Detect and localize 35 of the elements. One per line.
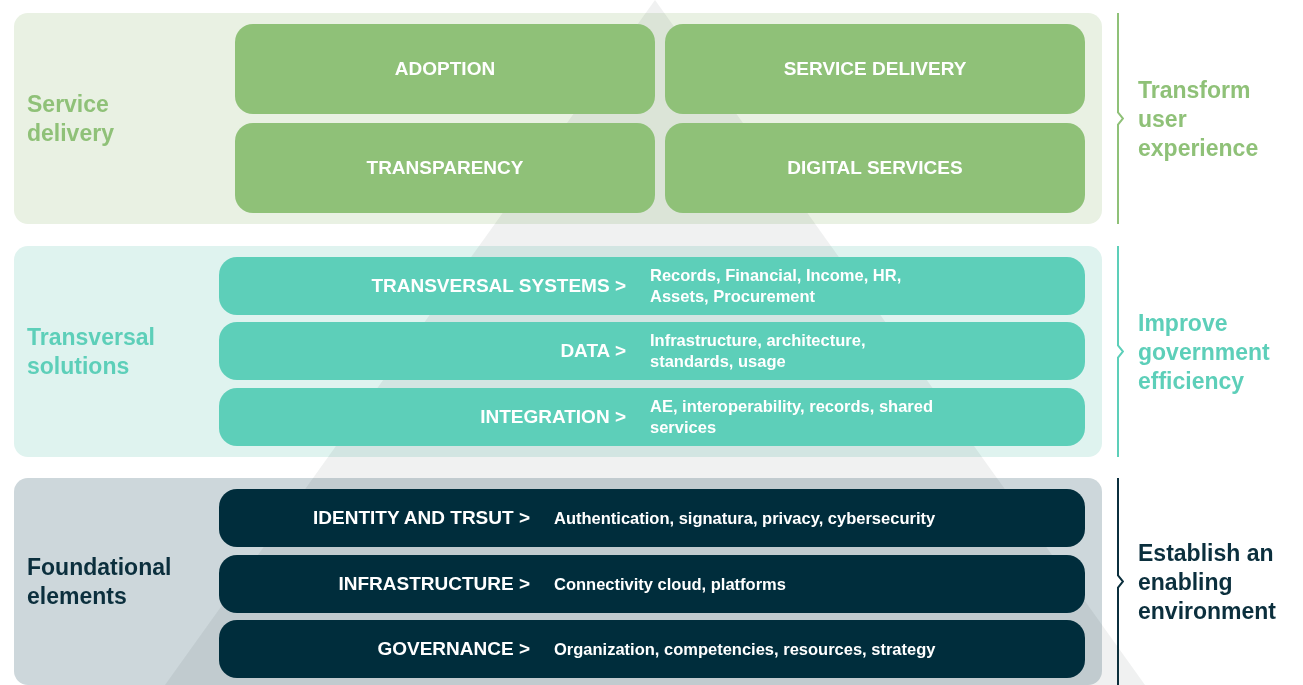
band-panel [14, 13, 1102, 224]
pill-box [665, 123, 1085, 213]
pill-heading: IDENTITY AND TRSUT > [312, 507, 530, 529]
pill-heading: INFRASTRUCTURE > [337, 573, 530, 595]
pill-description: Infrastructure, architecture, standards, usage [650, 330, 867, 372]
band-panel [14, 478, 1102, 685]
pill-heading: SERVICE DELIVERY [782, 58, 968, 80]
pill-box [235, 24, 655, 114]
band-title: Foundational elements [27, 552, 173, 611]
pill-box [665, 24, 1085, 114]
pill-heading: DIGITAL SERVICES [786, 157, 964, 179]
pill-heading: DATA > [559, 340, 626, 362]
band-title: Transversal solutions [27, 322, 156, 381]
goal-text: Improve government efficiency [1138, 308, 1271, 395]
pill-description: Connectivity cloud, platforms [554, 573, 787, 595]
pill-description: AE, interoperability, records, shared services [650, 396, 935, 438]
pill-box [219, 388, 1085, 446]
pill-heading: TRANSVERSAL SYSTEMS > [370, 275, 626, 297]
pill-box [235, 123, 655, 213]
goal-text: Transform user experience [1138, 75, 1260, 162]
pill-description: Records, Financial, Income, HR, Assets, Procurement [650, 265, 903, 307]
pill-description: Authentication, signatura, privacy, cybersecurity [554, 507, 937, 529]
band-panel [14, 246, 1102, 457]
band-title: Service delivery [27, 89, 115, 148]
pill-description: Organization, competencies, resources, strategy [554, 638, 937, 660]
pill-box [219, 620, 1085, 678]
pill-box [219, 322, 1085, 380]
pill-box [219, 489, 1085, 547]
pill-heading: GOVERNANCE > [376, 638, 530, 660]
goal-text: Establish an enabling environment [1138, 538, 1278, 625]
pill-heading: TRANSPARENCY [365, 157, 525, 179]
pill-heading: ADOPTION [393, 58, 497, 80]
pill-box [219, 257, 1085, 315]
pill-box [219, 555, 1085, 613]
pill-heading: INTEGRATION > [479, 406, 626, 428]
